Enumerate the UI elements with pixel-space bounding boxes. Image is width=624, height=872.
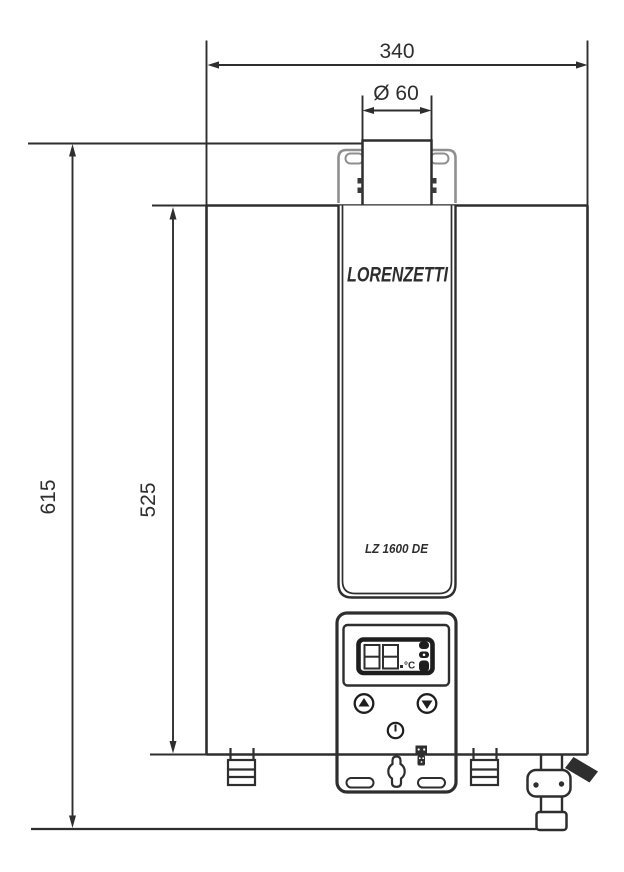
- gas-inlet-fitting: [226, 748, 257, 787]
- arrow-right-icon: [420, 107, 432, 114]
- screw-detail: [415, 745, 427, 766]
- mounting-slot-right: [417, 777, 446, 789]
- arrow-left-icon: [362, 107, 374, 114]
- valve-screw-right: [558, 781, 565, 787]
- arrow-up-icon: [69, 144, 76, 157]
- valve-handle: [565, 757, 598, 783]
- power-button: [386, 721, 405, 740]
- arrow-right-icon: [576, 61, 588, 69]
- total-height-dimension-label: 615: [37, 479, 60, 514]
- arrow-up-icon: [169, 207, 177, 220]
- triangle-up-icon: [358, 698, 370, 707]
- digit-segments: [363, 644, 399, 670]
- arrow-down-icon: [169, 741, 177, 754]
- bracket-slot-left: [344, 152, 365, 165]
- valve-screw-left: [533, 782, 539, 788]
- body-height-dimension: [150, 204, 207, 756]
- water-inlet-fitting: [469, 748, 500, 787]
- mounting-slot-left: [345, 777, 375, 789]
- temp-down-button: [416, 693, 438, 714]
- width-dimension-label: 340: [379, 40, 414, 63]
- temperature-unit-label: °C: [404, 661, 415, 672]
- valve-body: [526, 768, 572, 798]
- flue-dimension: [361, 95, 433, 140]
- flue-clip-tabs: [357, 178, 437, 193]
- water-valve: [526, 755, 598, 832]
- triangle-down-icon: [421, 700, 433, 709]
- total-height-dimension: [28, 142, 362, 828]
- display-dot: [400, 665, 403, 668]
- brand-logo: LORENZETTI: [347, 264, 449, 287]
- model-label: LZ 1600 DE: [365, 541, 428, 556]
- flue-pipe: [357, 139, 437, 207]
- valve-outlet-fitting: [535, 810, 568, 832]
- front-panel: [337, 205, 457, 599]
- temp-up-button: [353, 693, 375, 714]
- width-dimension: [207, 61, 588, 69]
- display-indicator-leds: [419, 641, 429, 672]
- keyhole-slot: [387, 755, 406, 788]
- temperature-display: °C: [356, 637, 435, 676]
- arrow-left-icon: [207, 61, 219, 69]
- flue-dimension-label: Ø 60: [373, 82, 419, 105]
- bracket-slot-right: [429, 152, 450, 165]
- mounting-bracket: [337, 148, 457, 203]
- arrow-down-icon: [69, 815, 76, 828]
- body-height-dimension-label: 525: [137, 482, 160, 517]
